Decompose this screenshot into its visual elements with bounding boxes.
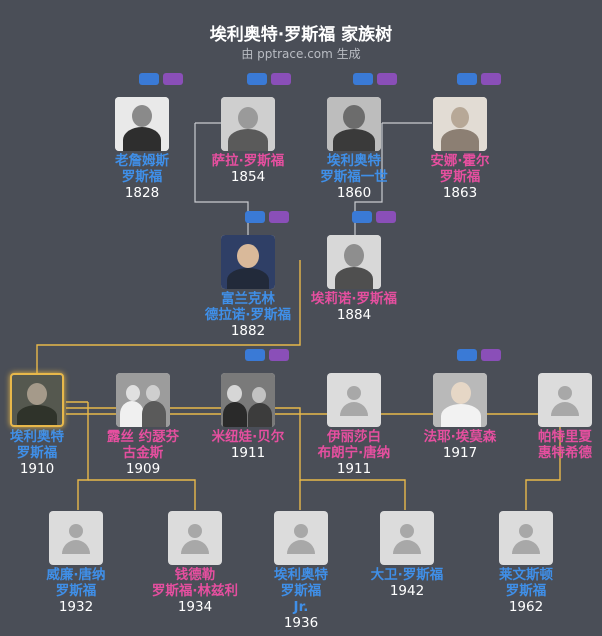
portrait-photo	[116, 373, 170, 427]
person-name: 莱文斯顿罗斯福	[499, 567, 553, 599]
person-birth-year: 1917	[442, 445, 478, 461]
placeholder-avatar	[274, 511, 328, 565]
person-card-ruth[interactable]: 露丝 约瑟芬古金斯 1909	[88, 373, 198, 477]
portrait-photo	[221, 97, 275, 151]
connector-ruth-chandler	[88, 479, 196, 510]
person-name: 富兰克林德拉诺·罗斯福	[204, 291, 292, 323]
person-birth-year: 1934	[177, 599, 213, 615]
parents-indicator[interactable]	[245, 349, 291, 362]
person-birth-year: 1936	[283, 615, 319, 631]
parents-indicator[interactable]	[457, 349, 503, 362]
person-birth-year: 1884	[336, 307, 372, 323]
portrait-photo	[10, 373, 64, 427]
portrait-photo	[327, 97, 381, 151]
person-birth-year: 1863	[442, 185, 478, 201]
person-card-franklin[interactable]: 富兰克林德拉诺·罗斯福 1882	[193, 235, 303, 339]
person-name: 安娜·霍尔罗斯福	[430, 153, 490, 185]
person-name: 法耶·埃莫森	[423, 429, 497, 445]
parents-indicator[interactable]	[139, 73, 185, 86]
person-card-elliott-selected[interactable]: 埃利奥特罗斯福 1910	[0, 373, 92, 477]
person-birth-year: 1962	[508, 599, 544, 615]
person-card-eleanor[interactable]: 埃莉诺·罗斯福 1884	[299, 235, 409, 323]
person-name: 伊丽莎白布朗宁·唐纳	[317, 429, 391, 461]
portrait-photo	[433, 373, 487, 427]
person-birth-year: 1828	[124, 185, 160, 201]
person-card-james[interactable]: 老詹姆斯罗斯福 1828	[87, 97, 197, 201]
parents-indicator[interactable]	[247, 73, 293, 86]
person-card-chandler[interactable]: 钱德勒罗斯福·林兹利 1934	[140, 511, 250, 615]
person-card-anna[interactable]: 安娜·霍尔罗斯福 1863	[405, 97, 515, 201]
person-name: 威廉·唐纳罗斯福	[46, 567, 106, 599]
person-card-faye[interactable]: 法耶·埃莫森 1917	[405, 373, 515, 461]
person-card-elizabeth[interactable]: 伊丽莎白布朗宁·唐纳 1911	[299, 373, 409, 477]
placeholder-avatar	[327, 373, 381, 427]
person-birth-year: 1909	[125, 461, 161, 477]
parents-indicator[interactable]	[353, 73, 399, 86]
person-birth-year: 1911	[336, 461, 372, 477]
person-birth-year: 1860	[336, 185, 372, 201]
person-name: 钱德勒罗斯福·林兹利	[151, 567, 239, 599]
person-name: 埃利奥特罗斯福一世	[320, 153, 388, 185]
connector-ruth-children	[77, 402, 89, 510]
parents-indicator[interactable]	[245, 211, 291, 224]
person-birth-year: 1932	[58, 599, 94, 615]
person-birth-year: 1882	[230, 323, 266, 339]
person-card-patricia[interactable]: 帕特里夏惠特希德	[510, 373, 602, 461]
person-birth-year: 1910	[19, 461, 55, 477]
person-card-minnewa[interactable]: 米纽娃·贝尔 1911	[193, 373, 303, 461]
placeholder-avatar	[49, 511, 103, 565]
page-subtitle: 由 pptrace.com 生成	[241, 47, 361, 61]
placeholder-avatar	[380, 511, 434, 565]
person-name: 埃莉诺·罗斯福	[310, 291, 398, 307]
portrait-photo	[221, 373, 275, 427]
portrait-photo	[327, 235, 381, 289]
person-birth-year: 1942	[389, 583, 425, 599]
portrait-photo	[433, 97, 487, 151]
connector-elliott-patricia	[66, 413, 561, 510]
parents-indicator[interactable]	[352, 211, 398, 224]
portrait-photo	[115, 97, 169, 151]
person-card-elliott-sr[interactable]: 埃利奥特罗斯福一世 1860	[299, 97, 409, 201]
person-card-ford[interactable]: 莱文斯顿罗斯福 1962	[471, 511, 581, 615]
placeholder-avatar	[499, 511, 553, 565]
person-birth-year: 1854	[230, 169, 266, 185]
person-name: 米纽娃·贝尔	[211, 429, 285, 445]
page-title: 埃利奥特·罗斯福 家族树	[209, 25, 393, 45]
person-card-david[interactable]: 大卫·罗斯福 1942	[352, 511, 462, 599]
person-name: 老詹姆斯罗斯福	[115, 153, 169, 185]
placeholder-avatar	[538, 373, 592, 427]
person-birth-year: 1911	[230, 445, 266, 461]
placeholder-avatar	[168, 511, 222, 565]
parents-indicator[interactable]	[457, 73, 503, 86]
connector-franklin-elliott	[36, 260, 301, 375]
person-name: 露丝 约瑟芬古金斯	[106, 429, 180, 461]
person-name: 大卫·罗斯福	[370, 567, 444, 583]
portrait-photo	[221, 235, 275, 289]
person-name: 帕特里夏惠特希德	[538, 429, 592, 461]
person-card-sara[interactable]: 萨拉·罗斯福 1854	[193, 97, 303, 185]
person-name: 埃利奥特罗斯福	[10, 429, 64, 461]
person-card-william[interactable]: 威廉·唐纳罗斯福 1932	[21, 511, 131, 615]
person-name: 萨拉·罗斯福	[211, 153, 285, 169]
